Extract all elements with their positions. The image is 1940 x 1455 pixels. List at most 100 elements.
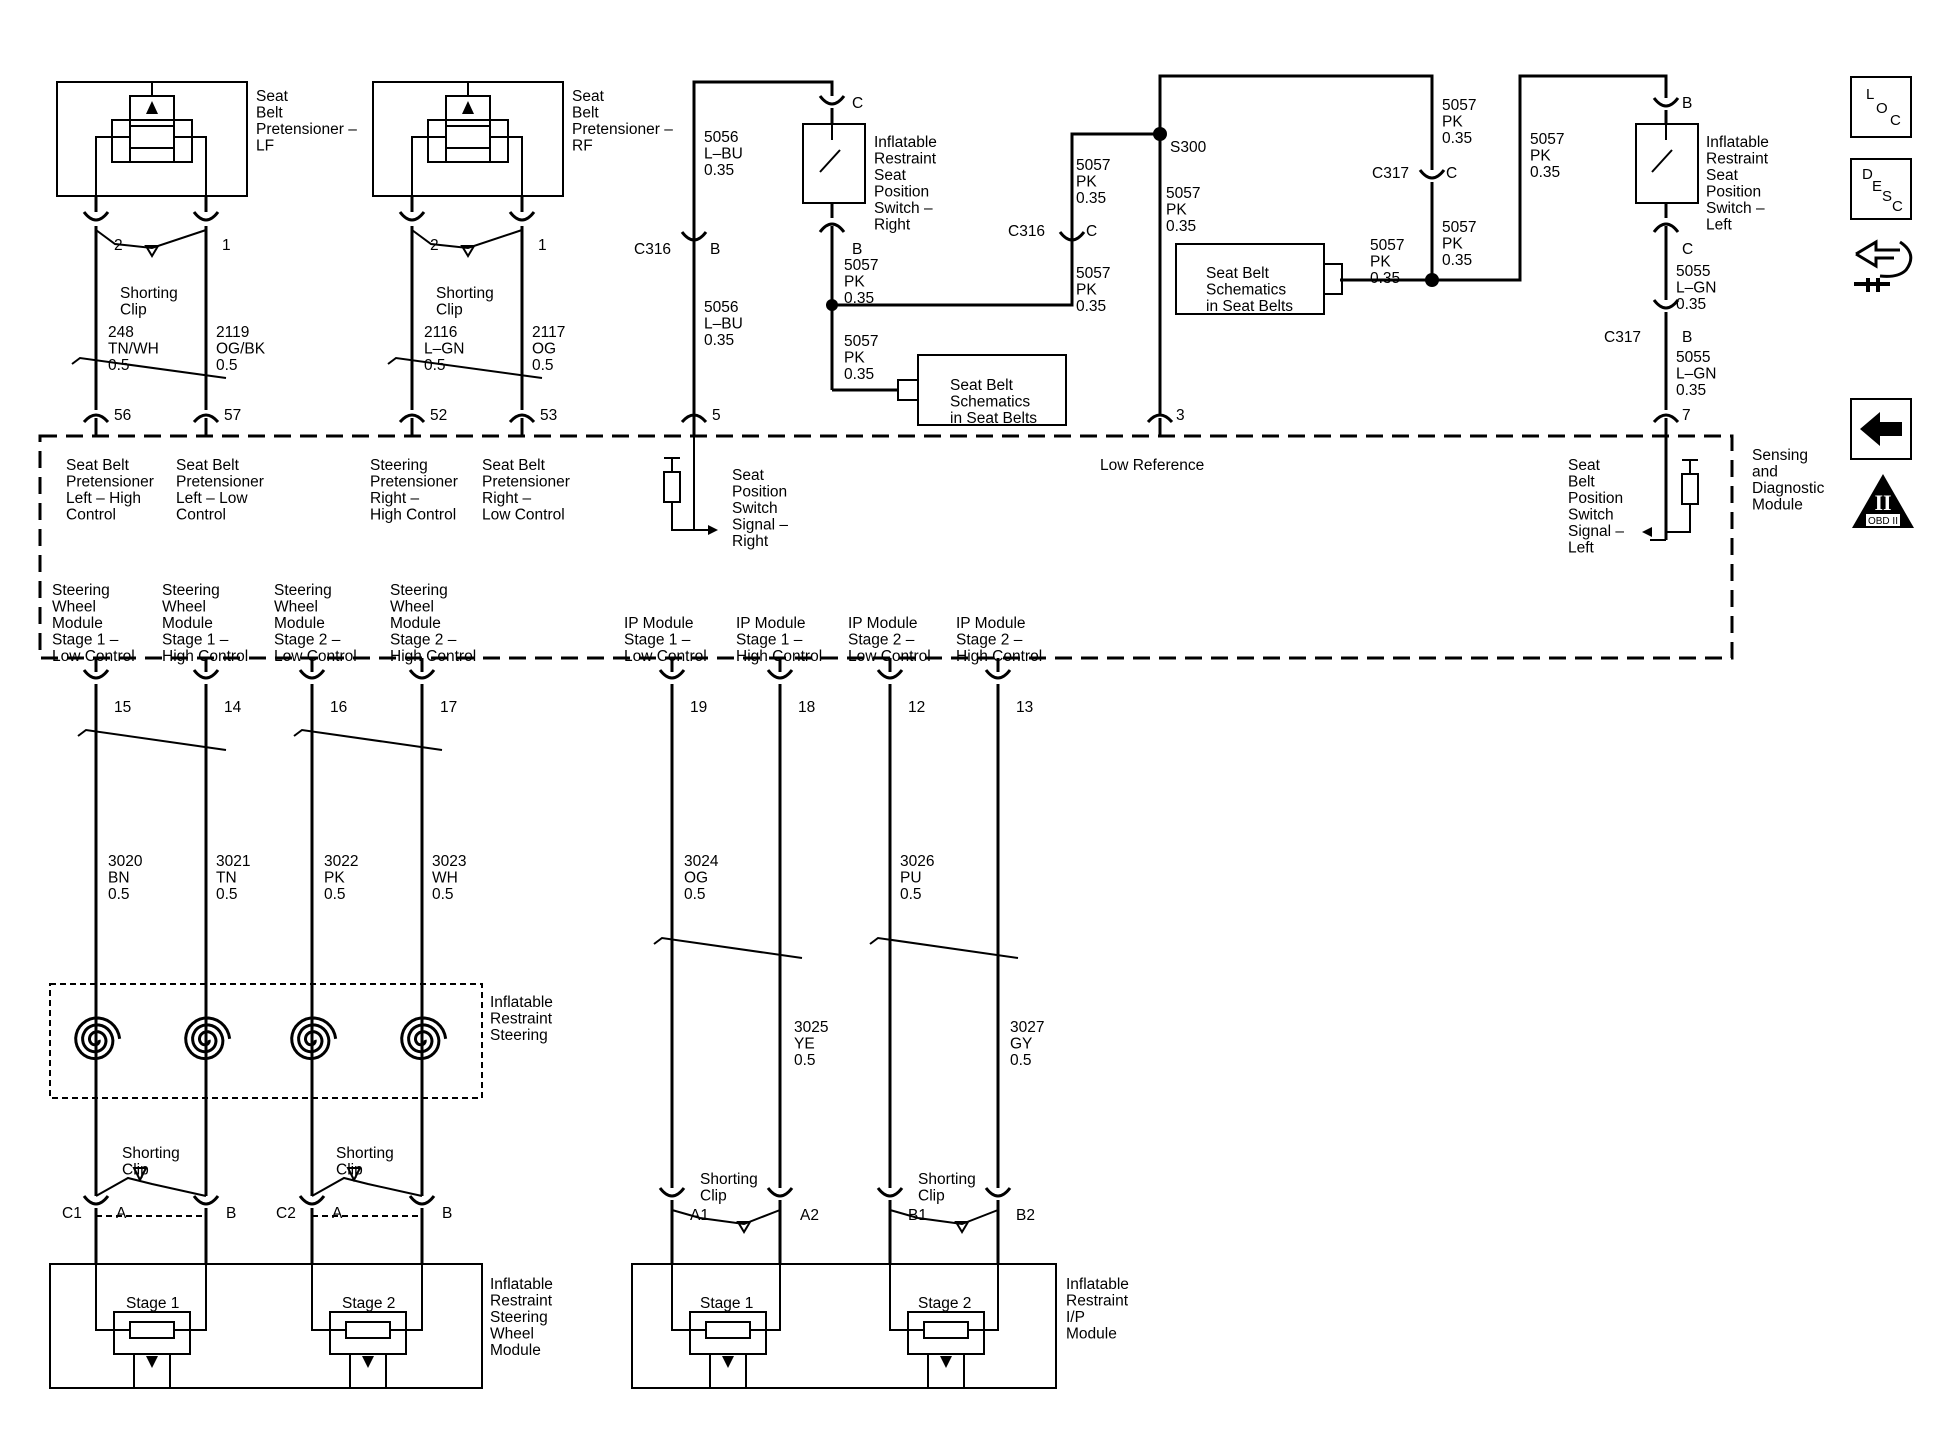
desc-letter-s: S <box>1882 188 1893 205</box>
seat-switch-left <box>1635 97 1699 540</box>
label-c316-1: C316 <box>634 241 671 258</box>
pin-52: 52 <box>430 407 447 424</box>
pin-b1: B1 <box>908 1207 927 1224</box>
sensing-module-box <box>38 434 1734 660</box>
label-s300: S300 <box>1170 139 1207 156</box>
pin-switch-right-b: B <box>852 241 862 258</box>
pin-c316-c: C <box>1086 223 1097 240</box>
back-nav-button[interactable] <box>1850 398 1912 460</box>
pin-b-2: B <box>442 1205 452 1222</box>
pin-56: 56 <box>114 407 131 424</box>
pin-c316-b: B <box>710 241 720 258</box>
pin-lf2: 2 <box>114 237 123 254</box>
desc-letter-c: C <box>1892 198 1903 215</box>
desc-letter-e: E <box>1872 178 1883 195</box>
label-stage-2-ip: Stage 2 <box>918 1295 971 1312</box>
coil-icon <box>400 1016 448 1061</box>
coil-icon <box>74 1016 122 1061</box>
pin-c1: C1 <box>62 1205 82 1222</box>
pin-a2: A2 <box>800 1207 819 1224</box>
pin-a: A <box>116 1205 127 1222</box>
obd-roman: II <box>1874 490 1891 515</box>
arrow-left-icon <box>1860 412 1902 446</box>
pin-19: 19 <box>690 699 707 716</box>
steering-wires <box>77 658 443 1196</box>
obd-ii-icon: II OBD II <box>1852 474 1914 528</box>
pin-rf1: 1 <box>538 237 547 254</box>
coil-icon <box>290 1016 338 1061</box>
label-low-reference: Low Reference <box>1100 457 1204 474</box>
pin-switch-left-c: C <box>1682 241 1693 258</box>
splice-s300 <box>1146 74 1668 436</box>
pin-switch-left-b: B <box>1682 95 1692 112</box>
pin-c2: C2 <box>276 1205 296 1222</box>
pin-16: 16 <box>330 699 347 716</box>
pin-13: 13 <box>1016 699 1033 716</box>
connector-view-icon[interactable] <box>1850 232 1920 298</box>
pin-17: 17 <box>440 699 457 716</box>
seat-switch-right <box>680 80 1160 436</box>
pretensioner-rf <box>372 81 564 197</box>
loc-letter-c: C <box>1890 112 1901 129</box>
pin-57: 57 <box>224 407 241 424</box>
location-nav-button[interactable]: L O C <box>1850 76 1912 138</box>
description-nav-button[interactable]: D E S C <box>1850 158 1912 220</box>
pin-7: 7 <box>1682 407 1691 424</box>
coil-icon <box>184 1016 232 1061</box>
module-internal-resistors <box>663 436 1699 541</box>
ir-steering-box <box>49 983 483 1099</box>
obd-label: OBD II <box>1868 516 1898 527</box>
pin-b2: B2 <box>1016 1207 1035 1224</box>
label-c317-2: C317 <box>1604 329 1641 346</box>
ip-module <box>631 658 1057 1389</box>
pretensioner-lf <box>56 81 248 197</box>
pin-12: 12 <box>908 699 925 716</box>
loc-letter-o: O <box>1876 100 1888 117</box>
pin-c317-c: C <box>1446 165 1457 182</box>
label-c317-1: C317 <box>1372 165 1409 182</box>
